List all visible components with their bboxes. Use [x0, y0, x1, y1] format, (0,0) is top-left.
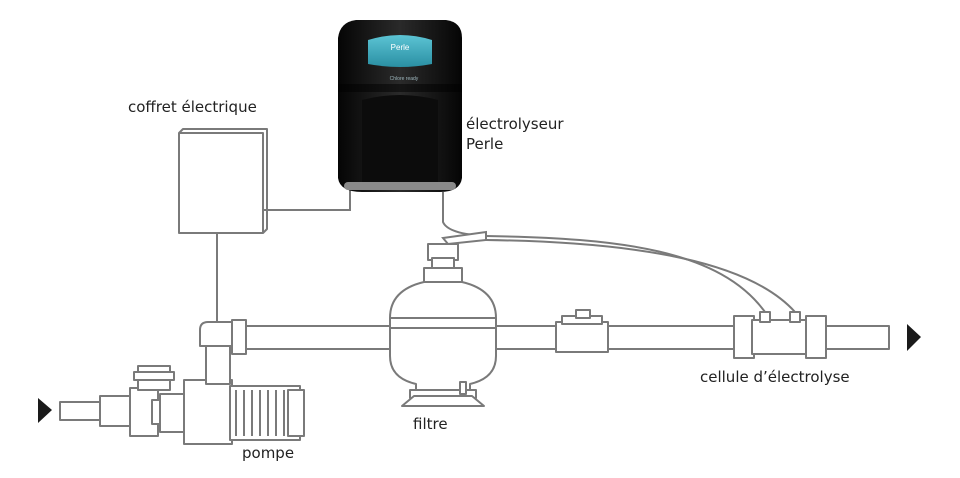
inlet-pipe [59, 401, 106, 421]
flow-switch [555, 309, 609, 353]
box-to-electrolyser-cable [263, 190, 351, 211]
label-electrolysis-cell: cellule d’électrolyse [700, 368, 850, 386]
label-electrolyser-line2: Perle [466, 135, 504, 153]
pump [129, 365, 305, 445]
label-filter: filtre [413, 415, 448, 433]
device-brand-text: Perle [391, 43, 410, 52]
inlet-pipe-coupling [99, 395, 135, 427]
label-electrolyser: électrolyseur Perle [466, 114, 564, 154]
electrolyser-to-filter-cable [442, 192, 487, 237]
electrolyser-device: Perle Chlore ready [338, 20, 462, 192]
outlet-arrow [907, 324, 921, 351]
device-screen [368, 35, 432, 67]
riser-pipe [205, 339, 231, 385]
electrical-box [178, 132, 264, 234]
electrolysis-cell [733, 311, 827, 359]
inlet-arrow [38, 398, 52, 423]
electrolyser-to-cell-cable-2 [485, 239, 796, 313]
label-electrical-box: coffret électrique [128, 98, 257, 116]
device-display-text: Chlore ready [390, 76, 419, 82]
electrolyser-to-cell-cable-1 [485, 235, 766, 313]
filter [389, 243, 497, 407]
label-electrolyser-line1: électrolyseur [466, 115, 564, 133]
label-pump: pompe [242, 444, 295, 462]
